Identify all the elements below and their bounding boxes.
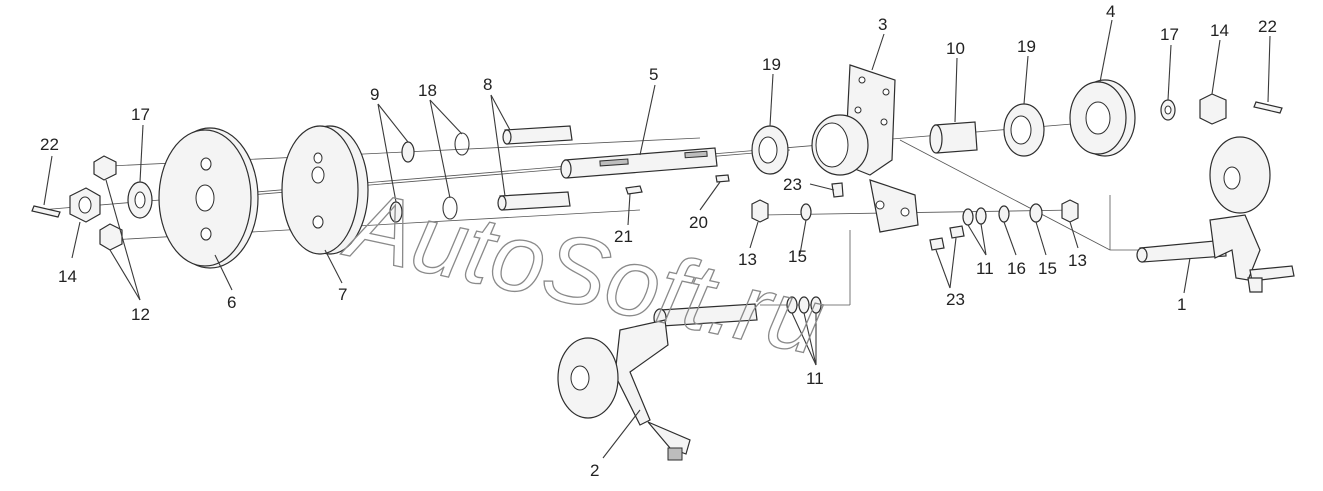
- bushing-10: [929, 121, 978, 154]
- callout-5: 5: [649, 65, 658, 84]
- callout-labels: 22 17 14 12 6 7 9 18 8 5 21 20 19 23 13 …: [40, 2, 1277, 480]
- castle-nut-left: [69, 187, 101, 223]
- callout-2: 2: [590, 461, 599, 480]
- castle-nut-right: [1199, 93, 1227, 125]
- callout-17-right: 17: [1160, 25, 1179, 44]
- pulley-7: [281, 125, 369, 255]
- callout-19-right: 19: [1017, 37, 1036, 56]
- key-20: [715, 174, 730, 183]
- tensioner-arm-1: [1136, 136, 1295, 293]
- callout-13-right: 13: [1068, 251, 1087, 270]
- callout-8: 8: [483, 75, 492, 94]
- callout-17-left: 17: [131, 105, 150, 124]
- cotter-pin-right: [1253, 101, 1283, 114]
- leader-lines: [43, 19, 1271, 459]
- tensioner-arm-2: [557, 303, 758, 461]
- callout-1: 1: [1177, 295, 1186, 314]
- callout-15-left: 15: [788, 247, 807, 266]
- callout-13-left: 13: [738, 250, 757, 269]
- callout-22-left: 22: [40, 135, 59, 154]
- callout-14-right: 14: [1210, 21, 1229, 40]
- spring-washers-11-right: [962, 207, 987, 226]
- bearing-right: [1003, 103, 1045, 157]
- pulley-4: [1069, 79, 1136, 157]
- nuts-13: [751, 199, 1079, 223]
- cotter-pin-left: [31, 205, 61, 218]
- bracket-3: [811, 64, 919, 233]
- callout-11-right: 11: [976, 259, 994, 278]
- callout-7: 7: [338, 285, 347, 304]
- callout-12: 12: [131, 305, 150, 324]
- callout-21: 21: [614, 227, 633, 246]
- callout-4: 4: [1106, 2, 1115, 21]
- callout-11-lower: 11: [806, 369, 824, 388]
- nuts-12: [93, 155, 123, 251]
- callout-18: 18: [418, 81, 437, 100]
- washers-15-16: [800, 203, 1043, 223]
- key-21: [625, 185, 643, 195]
- washer-left: [127, 181, 153, 219]
- pulley-hub-6: [158, 127, 259, 269]
- washers-9: [389, 141, 415, 223]
- callout-22-right: 22: [1258, 17, 1277, 36]
- callout-3: 3: [878, 15, 887, 34]
- callout-14-left: 14: [58, 267, 77, 286]
- bearing-left: [751, 125, 789, 175]
- grease-fittings-23: [831, 182, 965, 251]
- callout-10: 10: [946, 39, 965, 58]
- washer-right: [1160, 99, 1176, 121]
- callout-23-lower: 23: [946, 290, 965, 309]
- callout-20: 20: [689, 213, 708, 232]
- callout-6: 6: [227, 293, 236, 312]
- callout-16: 16: [1007, 259, 1026, 278]
- callout-15-right: 15: [1038, 259, 1057, 278]
- callout-9: 9: [370, 85, 379, 104]
- pins-8: [497, 125, 573, 211]
- callout-19-left: 19: [762, 55, 781, 74]
- shaft-5: [560, 147, 718, 179]
- callout-23-upper: 23: [783, 175, 802, 194]
- spring-washers-11-lower: [786, 296, 822, 314]
